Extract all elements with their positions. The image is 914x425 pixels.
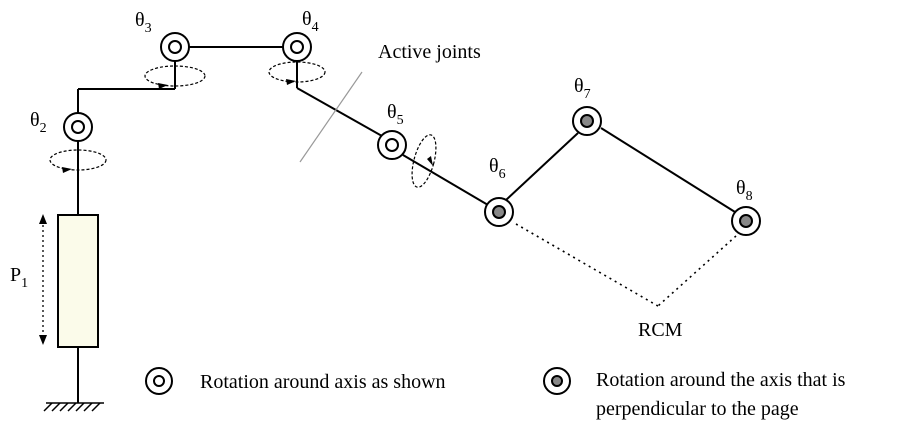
link-theta6-theta7	[505, 132, 579, 201]
legend-perpendicular-text-line2: perpendicular to the page	[596, 398, 799, 420]
rotation-indicator-theta2	[49, 149, 107, 171]
label-p1: P1	[10, 264, 28, 291]
rotation-indicator-theta3	[144, 65, 206, 87]
rcm-label: RCM	[638, 319, 683, 341]
label-theta3: θ3	[135, 9, 152, 36]
active-joints-label: Active joints	[378, 41, 481, 63]
joint-theta3	[160, 32, 190, 62]
joint-theta7	[572, 106, 602, 136]
rotation-arrow-theta4	[286, 79, 296, 85]
legend-perpendicular-icon	[543, 367, 571, 395]
label-theta5: θ5	[387, 101, 404, 128]
label-theta8: θ8	[736, 177, 753, 204]
rotation-indicator-theta5	[411, 134, 437, 188]
link-theta4-theta5	[296, 87, 383, 137]
label-theta7: θ7	[574, 75, 591, 102]
label-theta2: θ2	[30, 109, 47, 136]
active-joints-divider	[299, 71, 363, 163]
joint-theta2	[63, 112, 93, 142]
arrow-head-down	[39, 335, 47, 345]
rotation-arrow-theta5	[427, 156, 433, 166]
rcm-line-right	[657, 235, 737, 307]
rotation-indicator-theta4	[268, 61, 326, 83]
arrow-head-up	[39, 214, 47, 224]
ground-base	[43, 402, 104, 412]
prismatic-joint-body	[57, 214, 99, 348]
link-theta7-theta8	[600, 127, 736, 213]
joint-theta5	[377, 130, 407, 160]
label-theta6: θ6	[489, 155, 506, 182]
legend-axis-shown-icon	[145, 367, 173, 395]
rotation-arrow-theta2	[62, 167, 72, 173]
label-theta4: θ4	[302, 8, 319, 35]
legend-axis-shown-text: Rotation around axis as shown	[200, 371, 446, 393]
link-theta5-theta6	[402, 154, 489, 206]
rotation-arrow-theta3	[158, 83, 168, 89]
rcm-line-left	[515, 223, 659, 307]
joint-theta4	[282, 32, 312, 62]
legend-perpendicular-text-line1: Rotation around the axis that is	[596, 369, 846, 391]
joint-theta8	[731, 206, 761, 236]
joint-theta6	[484, 197, 514, 227]
